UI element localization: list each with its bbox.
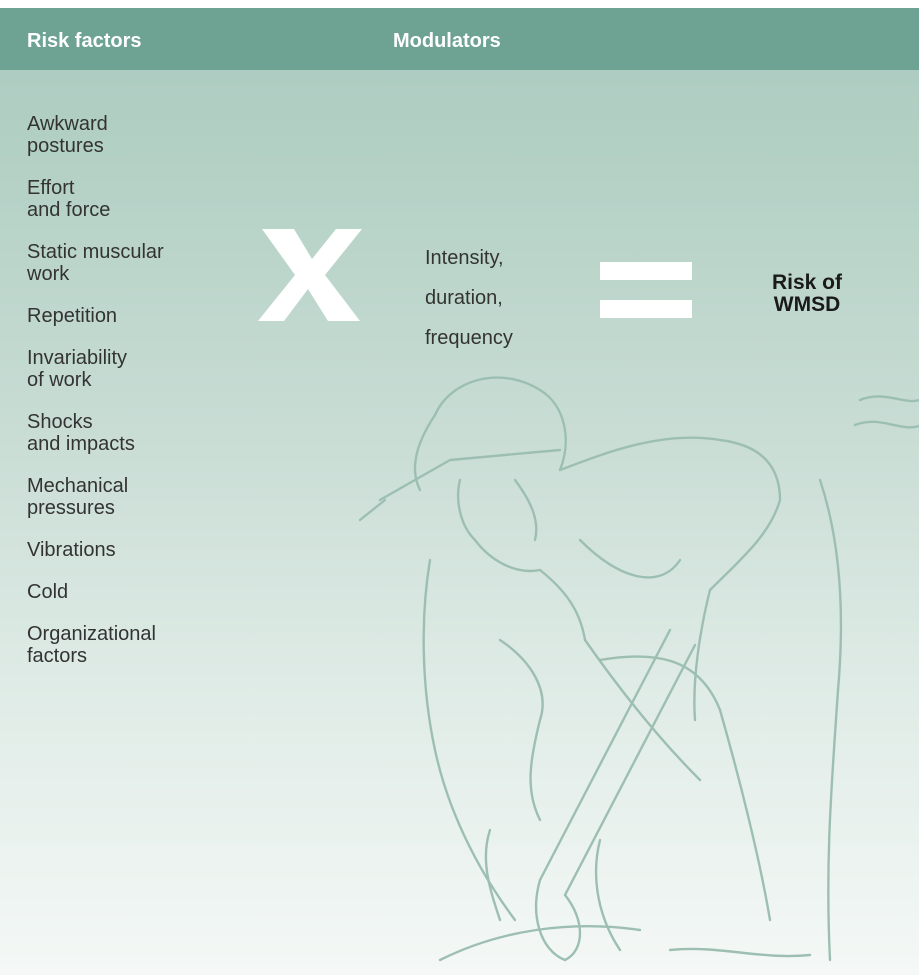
risk-factor-item: Cold [27, 581, 227, 603]
risk-factor-item: Vibrations [27, 539, 227, 561]
modulators-list: Intensity, duration, frequency [425, 238, 513, 358]
risk-factors-title: Risk factors [27, 30, 142, 53]
risk-factor-item: Awkward postures [27, 113, 227, 157]
modulators-title: Modulators [393, 30, 501, 53]
modulator-item: Intensity, [425, 238, 513, 278]
risk-factor-item: Mechanical pressures [27, 475, 227, 519]
result-label: Risk of WMSD [727, 272, 887, 316]
worker-illustration [340, 360, 919, 975]
risk-factors-list: Awkward postures Effort and force Static… [27, 113, 227, 687]
top-border [0, 0, 919, 8]
risk-factor-item: Organizational factors [27, 623, 227, 667]
equals-icon [600, 262, 692, 318]
risk-factor-item: Effort and force [27, 177, 227, 221]
risk-factor-item: Invariability of work [27, 347, 227, 391]
modulator-item: duration, [425, 278, 513, 318]
risk-factor-item: Shocks and impacts [27, 411, 227, 455]
header-bar: Risk factors Modulators [0, 8, 919, 70]
risk-factor-item: Static muscular work [27, 241, 227, 285]
multiply-icon [256, 225, 366, 325]
risk-factor-item: Repetition [27, 305, 227, 327]
modulator-item: frequency [425, 318, 513, 358]
